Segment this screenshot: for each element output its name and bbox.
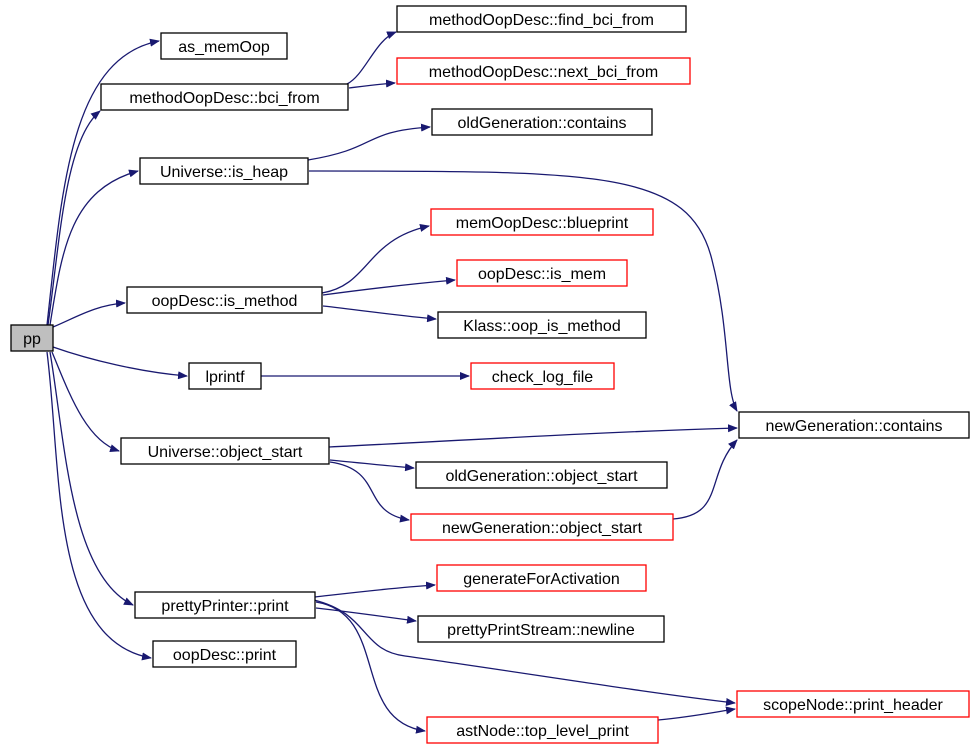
node-oopDesc_is_method[interactable]: oopDesc::is_method <box>126 286 323 314</box>
edge-oopDesc_is_method-to-oopDesc_is_mem <box>322 276 456 296</box>
node-memOopDesc_blueprint[interactable]: memOopDesc::blueprint <box>430 208 654 236</box>
edge-pp-to-methodOopDesc_bci_from <box>47 110 101 326</box>
node-box[interactable] <box>152 640 297 668</box>
node-box[interactable] <box>417 615 665 643</box>
node-label: generateForActivation <box>463 571 620 588</box>
node-box[interactable] <box>415 461 668 489</box>
node-label: astNode::top_level_print <box>456 723 629 740</box>
node-box[interactable] <box>120 437 330 465</box>
edge-pp-to-prettyPrinter_print <box>49 351 134 606</box>
node-pp[interactable]: pp <box>10 324 54 352</box>
node-label: pp <box>23 331 41 348</box>
node-label: check_log_file <box>492 369 594 386</box>
edge-pp-to-oopDesc_is_method <box>52 299 126 328</box>
node-label: Klass::oop_is_method <box>463 318 620 335</box>
node-box[interactable] <box>431 108 653 136</box>
node-astNode_top_level_print[interactable]: astNode::top_level_print <box>426 716 659 744</box>
node-box[interactable] <box>738 411 970 439</box>
node-box[interactable] <box>736 690 970 718</box>
node-box[interactable] <box>396 5 687 33</box>
node-label: memOopDesc::blueprint <box>456 215 629 232</box>
node-label: lprintf <box>205 369 245 386</box>
node-box[interactable] <box>134 591 316 619</box>
node-prettyPrintStream_newline[interactable]: prettyPrintStream::newline <box>417 615 665 643</box>
node-methodOopDesc_find_bci_from[interactable]: methodOopDesc::find_bci_from <box>396 5 687 33</box>
edge-Universe_is_heap-to-newGeneration_contains <box>308 170 738 412</box>
edges <box>46 31 738 734</box>
edge-Universe_is_heap-to-oldGeneration_contains <box>307 123 431 161</box>
edge-pp-to-as_memOop <box>46 38 160 326</box>
node-prettyPrinter_print[interactable]: prettyPrinter::print <box>134 591 316 619</box>
node-box[interactable] <box>456 259 628 287</box>
node-label: oldGeneration::contains <box>458 115 627 132</box>
node-label: prettyPrintStream::newline <box>447 622 635 639</box>
node-box[interactable] <box>10 324 54 352</box>
node-oldGeneration_object_start[interactable]: oldGeneration::object_start <box>415 461 668 489</box>
edge-prettyPrinter_print-to-astNode_top_level_print <box>315 601 426 734</box>
node-box[interactable] <box>396 57 691 85</box>
edge-Universe_object_start-to-newGeneration_object_start <box>329 461 410 523</box>
edge-pp-to-Universe_is_heap <box>49 169 139 326</box>
node-box[interactable] <box>410 513 674 541</box>
edge-oopDesc_is_method-to-memOopDesc_blueprint <box>321 224 430 294</box>
node-newGeneration_object_start[interactable]: newGeneration::object_start <box>410 513 674 541</box>
node-label: Universe::is_heap <box>160 164 288 181</box>
edge-oopDesc_is_method-to-Klass_oop_is_method <box>322 305 437 323</box>
node-oldGeneration_contains[interactable]: oldGeneration::contains <box>431 108 653 136</box>
node-label: as_memOop <box>178 39 270 56</box>
node-label: methodOopDesc::find_bci_from <box>429 12 654 29</box>
edge-prettyPrinter_print-to-scopeNode_print_header <box>313 599 736 706</box>
node-Klass_oop_is_method[interactable]: Klass::oop_is_method <box>437 311 647 339</box>
node-box[interactable] <box>426 716 659 744</box>
node-box[interactable] <box>126 286 323 314</box>
node-label: Universe::object_start <box>148 444 303 461</box>
node-methodOopDesc_bci_from[interactable]: methodOopDesc::bci_from <box>100 83 349 111</box>
node-label: scopeNode::print_header <box>763 697 943 714</box>
node-Universe_object_start[interactable]: Universe::object_start <box>120 437 330 465</box>
node-scopeNode_print_header[interactable]: scopeNode::print_header <box>736 690 970 718</box>
node-label: methodOopDesc::next_bci_from <box>429 64 658 81</box>
node-oopDesc_print[interactable]: oopDesc::print <box>152 640 297 668</box>
node-box[interactable] <box>139 157 309 185</box>
node-box[interactable] <box>437 311 647 339</box>
edge-pp-to-lprintf <box>52 346 188 380</box>
edge-newGeneration_object_start-to-newGeneration_contains <box>672 439 738 520</box>
node-box[interactable] <box>100 83 349 111</box>
node-label: newGeneration::contains <box>766 418 943 435</box>
node-lprintf[interactable]: lprintf <box>188 362 262 390</box>
edge-prettyPrinter_print-to-prettyPrintStream_newline <box>315 607 417 624</box>
edge-methodOopDesc_bci_from-to-methodOopDesc_find_bci_from <box>346 31 397 85</box>
node-label: methodOopDesc::bci_from <box>129 90 319 107</box>
node-box[interactable] <box>188 362 262 390</box>
edge-pp-to-oopDesc_print <box>46 351 152 661</box>
node-as_memOop[interactable]: as_memOop <box>160 32 288 60</box>
node-label: prettyPrinter::print <box>161 598 289 615</box>
edge-astNode_top_level_print-to-scopeNode_print_header <box>657 706 736 721</box>
node-box[interactable] <box>430 208 654 236</box>
edge-methodOopDesc_bci_from-to-methodOopDesc_next_bci_from <box>348 79 396 89</box>
node-box[interactable] <box>436 564 647 592</box>
edge-pp-to-Universe_object_start <box>51 351 120 453</box>
edge-Universe_object_start-to-oldGeneration_object_start <box>329 459 415 472</box>
node-label: oopDesc::print <box>173 647 277 664</box>
node-Universe_is_heap[interactable]: Universe::is_heap <box>139 157 309 185</box>
node-label: oldGeneration::object_start <box>445 468 638 485</box>
node-box[interactable] <box>470 362 615 390</box>
edge-prettyPrinter_print-to-generateForActivation <box>314 581 436 598</box>
edge-Universe_object_start-to-newGeneration_contains <box>328 424 738 448</box>
node-newGeneration_contains[interactable]: newGeneration::contains <box>738 411 970 439</box>
node-box[interactable] <box>160 32 288 60</box>
node-oopDesc_is_mem[interactable]: oopDesc::is_mem <box>456 259 628 287</box>
node-label: newGeneration::object_start <box>442 520 643 537</box>
node-generateForActivation[interactable]: generateForActivation <box>436 564 647 592</box>
node-label: oopDesc::is_mem <box>478 266 606 283</box>
node-check_log_file[interactable]: check_log_file <box>470 362 615 390</box>
node-label: oopDesc::is_method <box>152 293 298 310</box>
node-methodOopDesc_next_bci_from[interactable]: methodOopDesc::next_bci_from <box>396 57 691 85</box>
